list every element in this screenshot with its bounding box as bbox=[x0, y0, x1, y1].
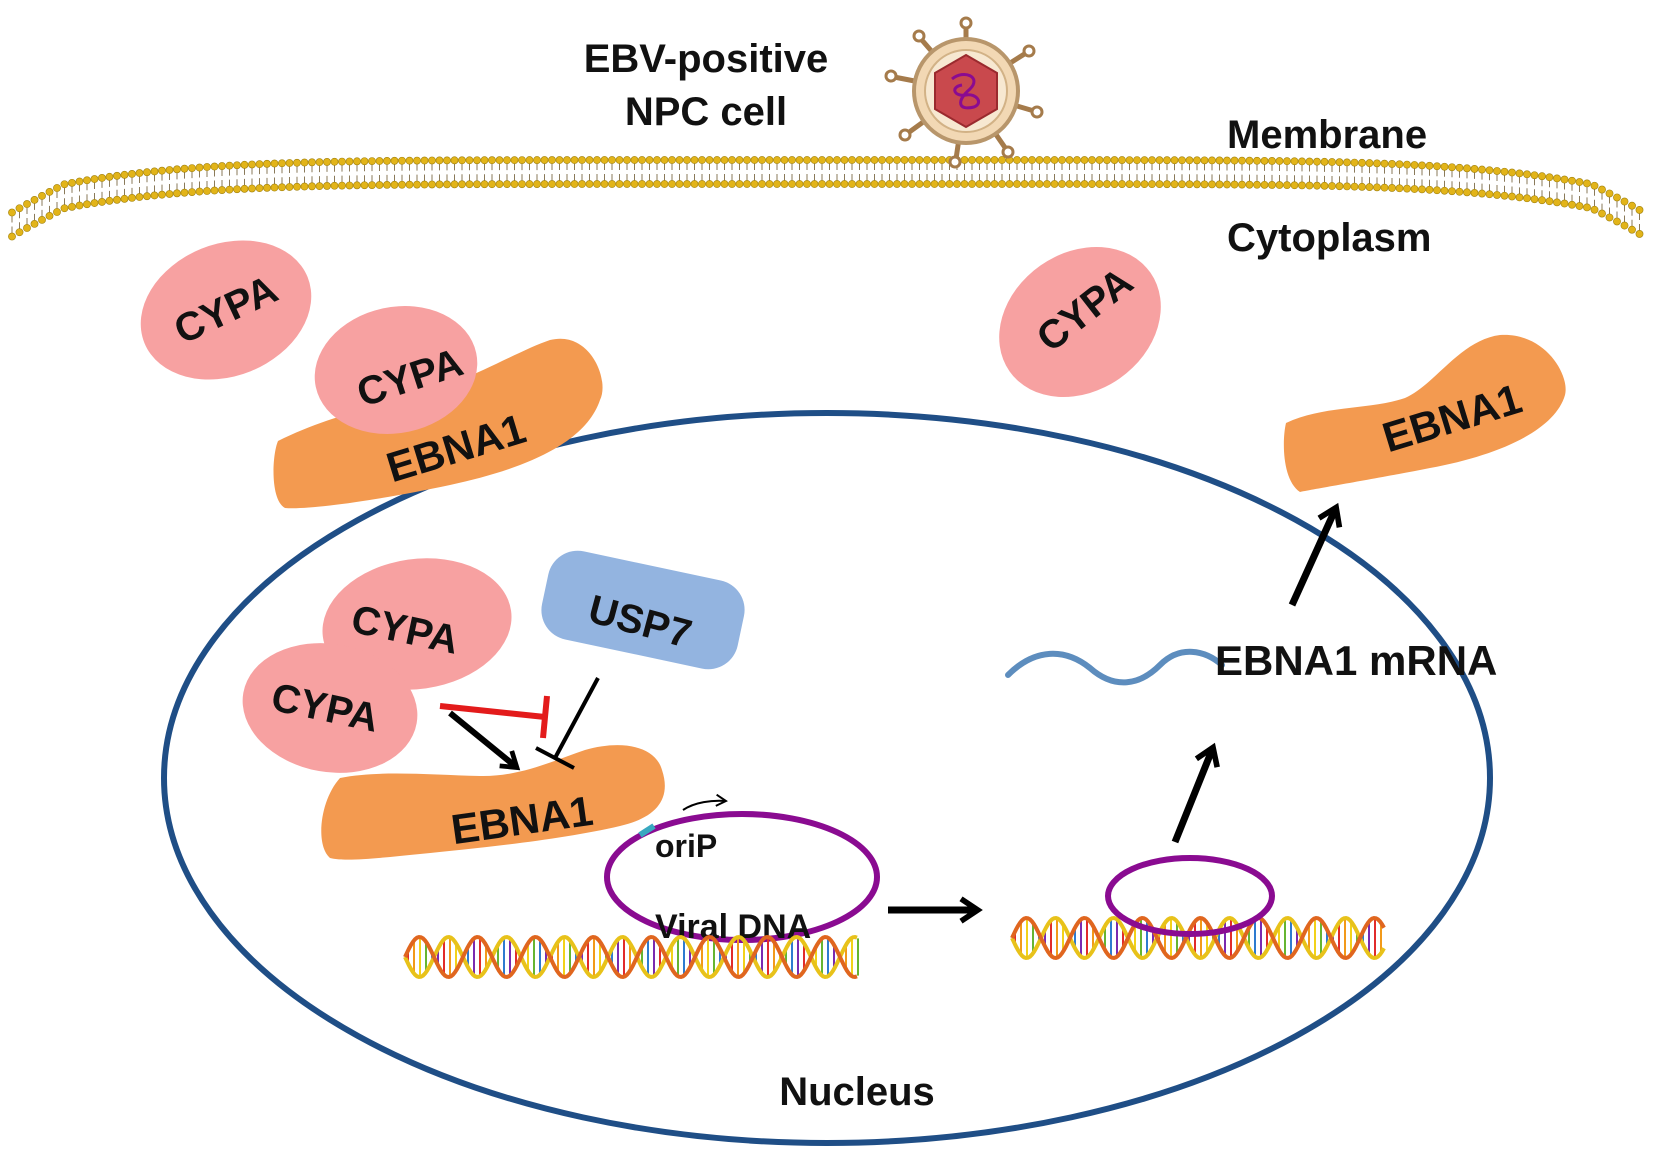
translation-export-arrow bbox=[1288, 502, 1343, 607]
ebv-virion-icon bbox=[884, 16, 1044, 169]
cell-membrane bbox=[8, 156, 1644, 241]
nucleus-label: Nucleus bbox=[779, 1070, 935, 1114]
cypa-promotes-ebna1-arrow bbox=[448, 710, 521, 771]
orip-label: oriP bbox=[655, 828, 717, 864]
membrane-label: Membrane bbox=[1227, 113, 1427, 157]
orip-site-marker bbox=[638, 823, 656, 838]
usp7: USP7 bbox=[541, 550, 745, 670]
ebna1-nuc: EBNA1 bbox=[321, 745, 665, 860]
cypa-free-left: CYPA bbox=[140, 240, 312, 380]
ebna1-cyto-right: EBNA1 bbox=[1283, 334, 1566, 492]
cypa-inhibits-usp7-edge bbox=[439, 695, 550, 739]
host-dna-helix-right bbox=[1010, 915, 1386, 961]
host-dna-helix-left bbox=[403, 934, 859, 980]
cypa-bound-cyto: CYPA bbox=[314, 306, 478, 434]
title-line2: NPC cell bbox=[625, 90, 787, 134]
nucleus-outline bbox=[161, 410, 1493, 1146]
integrated-viral-dna bbox=[1105, 855, 1275, 937]
usp7-inhibits-ebna1-edge bbox=[535, 677, 600, 770]
transcription-arrow bbox=[1171, 742, 1220, 844]
ebna1-mrna-label: EBNA1 mRNA bbox=[1215, 637, 1497, 684]
cypa-free-right: CYPA bbox=[999, 246, 1161, 398]
title-line1: EBV-positive bbox=[584, 37, 829, 81]
cypa-nuc-bottom: CYPA bbox=[242, 643, 418, 773]
ebna1-mrna-strand bbox=[1005, 648, 1225, 686]
cytoplasm-label: Cytoplasm bbox=[1227, 216, 1432, 260]
transcription-start-arrow bbox=[682, 793, 728, 811]
